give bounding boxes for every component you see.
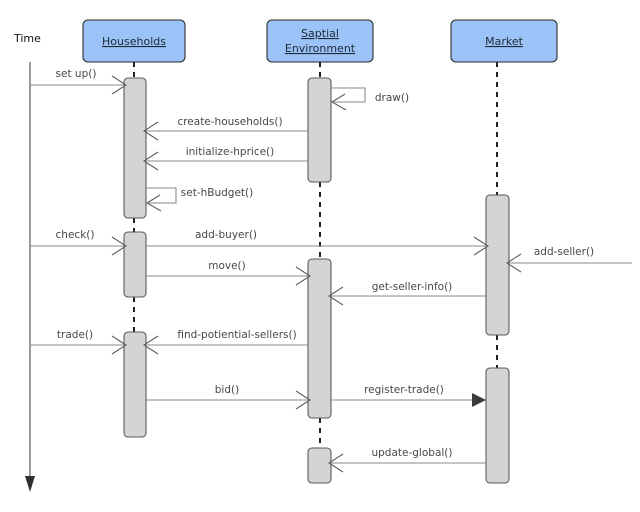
activation-market-register[interactable] [485, 367, 510, 484]
lifeline-households[interactable]: Households [82, 19, 186, 438]
activation-market-buyer-seller[interactable] [485, 194, 510, 336]
activation-se-update[interactable] [307, 447, 332, 484]
lifeline-label-spatial-environment-line1: Saptial [301, 27, 339, 40]
message-move[interactable]: move() [146, 260, 312, 286]
message-label-initialize-hprice: initialize-hprice() [186, 146, 275, 158]
time-axis-arrowhead [25, 476, 35, 492]
message-label-set-up: set up() [56, 68, 97, 80]
message-set-hbudget[interactable]: set-hBudget() [145, 187, 253, 212]
activation-households-trade[interactable] [123, 331, 147, 438]
message-find-potiential-sellers[interactable]: find-potiential-sellers() [142, 329, 308, 355]
activation-households-check[interactable] [123, 231, 147, 298]
message-arrowhead-initialize-hprice [142, 151, 159, 171]
lifeline-label-market: Market [485, 35, 523, 48]
message-label-draw: draw() [375, 92, 409, 104]
message-label-add-buyer: add-buyer() [195, 229, 257, 241]
message-check[interactable]: check() [30, 229, 128, 256]
message-arrowhead-set-hbudget [145, 194, 162, 212]
message-arrowhead-create-households [142, 121, 159, 141]
message-draw[interactable]: draw() [330, 87, 409, 111]
activation-households-setup[interactable] [123, 77, 147, 219]
time-axis: Time [13, 32, 41, 492]
lifeline-label-spatial-environment-line2: Environment [285, 42, 356, 55]
message-add-seller[interactable]: add-seller() [505, 246, 632, 273]
message-arrowhead-register-trade [472, 393, 486, 407]
message-register-trade[interactable]: register-trade() [331, 384, 486, 407]
message-arrowhead-check [111, 236, 128, 256]
message-label-find-potiential-sellers: find-potiential-sellers() [177, 329, 296, 341]
message-trade[interactable]: trade() [30, 329, 128, 355]
message-label-register-trade: register-trade() [364, 384, 444, 396]
message-arrowhead-get-seller-info [327, 286, 344, 306]
message-arrowhead-move [295, 266, 312, 286]
message-label-get-seller-info: get-seller-info() [372, 281, 453, 293]
message-label-create-households: create-households() [177, 116, 282, 128]
message-label-set-hbudget: set-hBudget() [181, 187, 253, 199]
message-arrowhead-set-up [111, 75, 128, 95]
message-arrowhead-update-global [327, 453, 344, 473]
message-arrowhead-draw [330, 93, 347, 111]
message-create-households[interactable]: create-households() [142, 116, 308, 141]
message-line-draw [331, 87, 366, 103]
message-arrowhead-find-potiential-sellers [142, 335, 159, 355]
message-label-trade: trade() [57, 329, 93, 341]
message-arrowhead-add-buyer [473, 236, 490, 256]
lifeline-header-market[interactable] [450, 19, 558, 63]
time-axis-label: Time [13, 32, 41, 45]
message-label-move: move() [208, 260, 246, 272]
message-arrowhead-bid [295, 390, 312, 410]
lifeline-spatial-environment[interactable]: Saptial Environment [266, 19, 374, 484]
message-label-bid: bid() [215, 384, 239, 396]
message-add-buyer[interactable]: add-buyer() [146, 229, 490, 256]
message-arrowhead-trade [111, 335, 128, 355]
message-update-global[interactable]: update-global() [327, 447, 486, 473]
message-get-seller-info[interactable]: get-seller-info() [327, 281, 486, 306]
message-arrowhead-add-seller [505, 253, 522, 273]
message-bid[interactable]: bid() [146, 384, 312, 410]
lifeline-market[interactable]: Market [450, 19, 558, 484]
activation-se-setup[interactable] [307, 77, 332, 183]
message-label-update-global: update-global() [371, 447, 452, 459]
message-line-set-hbudget [146, 187, 177, 204]
activation-se-move-trade[interactable] [307, 258, 332, 419]
message-set-up[interactable]: set up() [30, 68, 128, 95]
message-label-add-seller: add-seller() [534, 246, 594, 258]
lifeline-label-households: Households [102, 35, 166, 48]
message-label-check: check() [56, 229, 95, 241]
message-initialize-hprice[interactable]: initialize-hprice() [142, 146, 308, 171]
